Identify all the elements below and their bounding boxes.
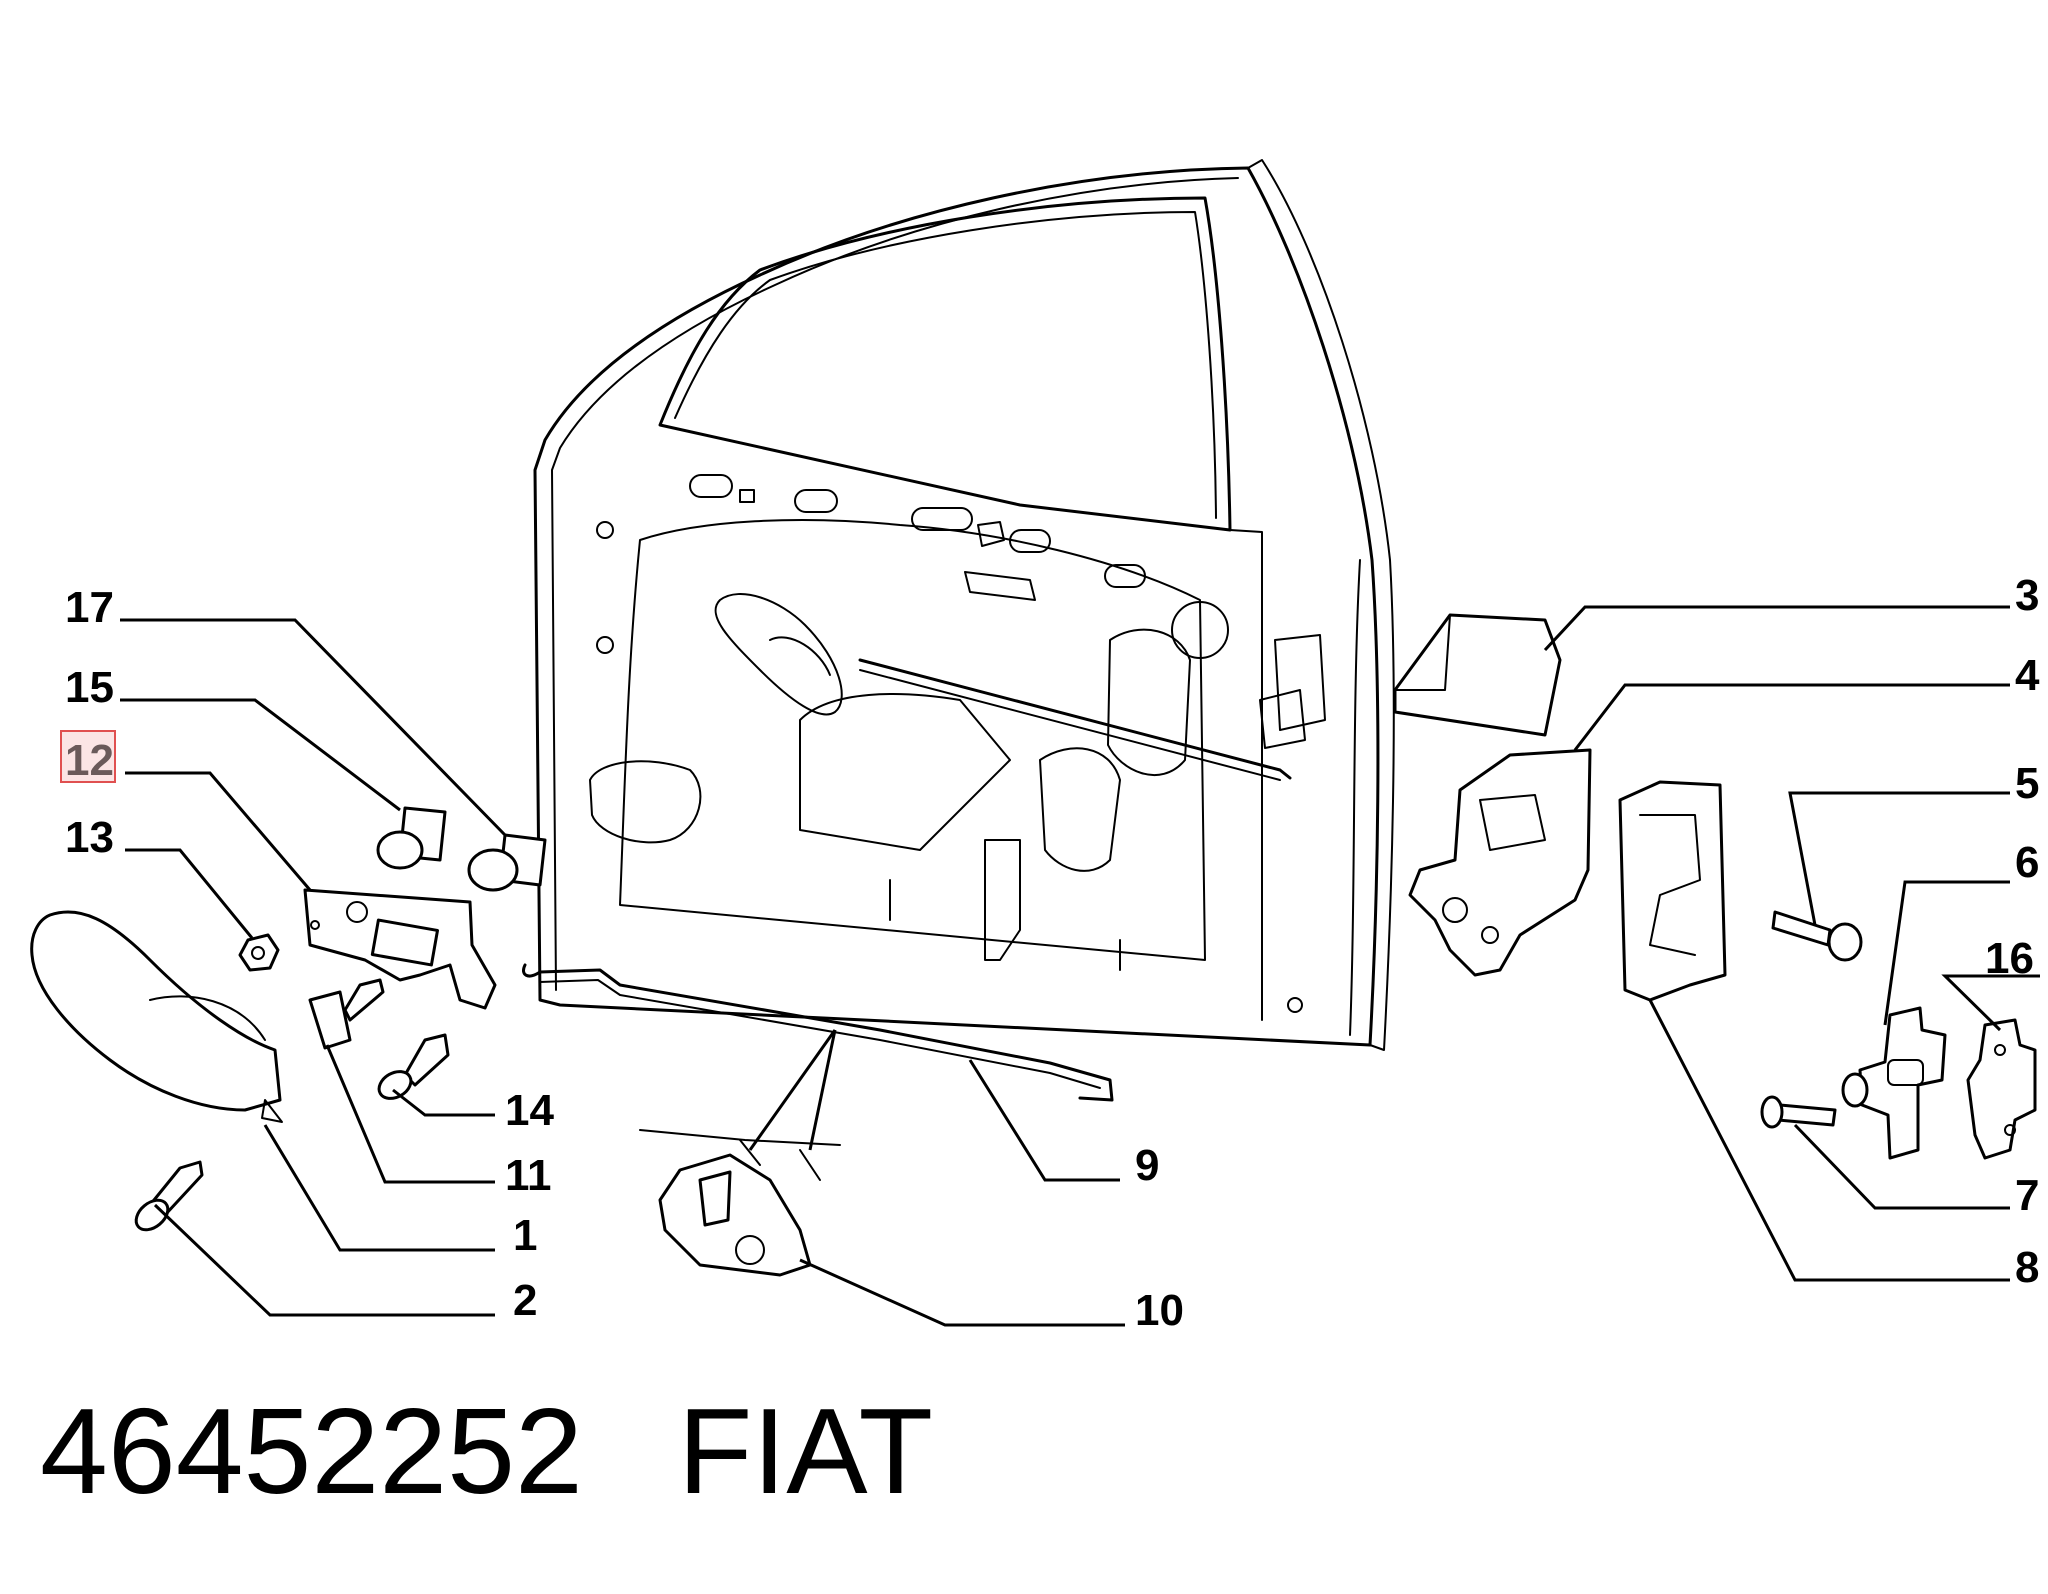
part-15-bushing: [376, 806, 447, 870]
callout-16: 16: [1985, 934, 2034, 983]
callout-12-highlight: [60, 730, 116, 783]
part-14-bolt: [377, 1033, 450, 1100]
callout-13: 13: [65, 813, 114, 862]
part-1-inside-handle: [30, 910, 283, 1123]
part-16-plate: [1966, 1018, 2037, 1160]
callout-7: 7: [2015, 1171, 2039, 1220]
part-number: 46452252: [40, 1383, 583, 1519]
part-3-cover: [1393, 613, 1562, 737]
callout-14: 14: [505, 1086, 554, 1135]
part-10-lock-cylinder: [639, 1129, 841, 1277]
callout-12: 12: [65, 736, 114, 785]
leader-lines: [120, 605, 2040, 1327]
callout-2: 2: [513, 1276, 537, 1325]
callout-17: 17: [65, 583, 114, 632]
part-8-seal: [1618, 780, 1727, 1002]
callout-4: 4: [2015, 651, 2040, 700]
part-9-rod: [522, 963, 1114, 1102]
part-5-screw: [1771, 910, 1863, 962]
door-panel: [533, 159, 1395, 1051]
part-13-nut: [238, 933, 280, 972]
callout-10: 10: [1135, 1286, 1184, 1335]
callout-15: 15: [65, 663, 114, 712]
callout-1: 1: [513, 1211, 537, 1260]
callout-5: 5: [2015, 759, 2039, 808]
brand-name: FIAT: [677, 1383, 934, 1519]
part-17-bushing: [467, 833, 547, 892]
part-2-screw: [134, 1160, 204, 1232]
part-6-striker: [1841, 1006, 1947, 1160]
callout-9: 9: [1135, 1141, 1159, 1190]
callout-3: 3: [2015, 571, 2039, 620]
callout-6: 6: [2015, 838, 2039, 887]
part-4-door-lock: [1408, 748, 1592, 977]
part-7-screw: [1760, 1095, 1837, 1129]
callout-11: 11: [505, 1151, 552, 1200]
part-11-clip: [308, 978, 385, 1050]
part-12-bracket: [303, 888, 497, 1010]
callout-8: 8: [2015, 1243, 2039, 1292]
